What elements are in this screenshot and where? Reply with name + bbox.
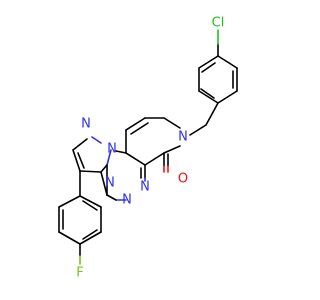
nitrogen-triazine-1-atom-label: N bbox=[140, 180, 150, 195]
nitrogen-triazine-3-atom-label: N bbox=[122, 193, 132, 208]
nitrogen-benzyl-atom-label: N bbox=[178, 130, 188, 145]
nitrogen-pyrazole-2-atom-label: N bbox=[107, 142, 117, 157]
chlorine-atom-label: Cl bbox=[212, 16, 225, 31]
oxygen-atom-label: O bbox=[178, 172, 188, 187]
nitrogen-triazine-2-atom-label: N bbox=[105, 176, 115, 191]
molecule-structure-diagram: Cl N O N N N N N F bbox=[58, 16, 238, 281]
chlorophenyl-ring bbox=[198, 29, 238, 104]
fluorine-atom-label: F bbox=[76, 266, 83, 281]
nitrogen-pyrazole-1-atom-label: N bbox=[81, 117, 91, 132]
pyridinone-ring bbox=[125, 117, 181, 173]
fluorophenyl-ring bbox=[58, 170, 102, 265]
pyrazole-ring bbox=[72, 136, 108, 196]
triazine-ring bbox=[106, 149, 146, 201]
benzyl-linker bbox=[189, 102, 219, 136]
